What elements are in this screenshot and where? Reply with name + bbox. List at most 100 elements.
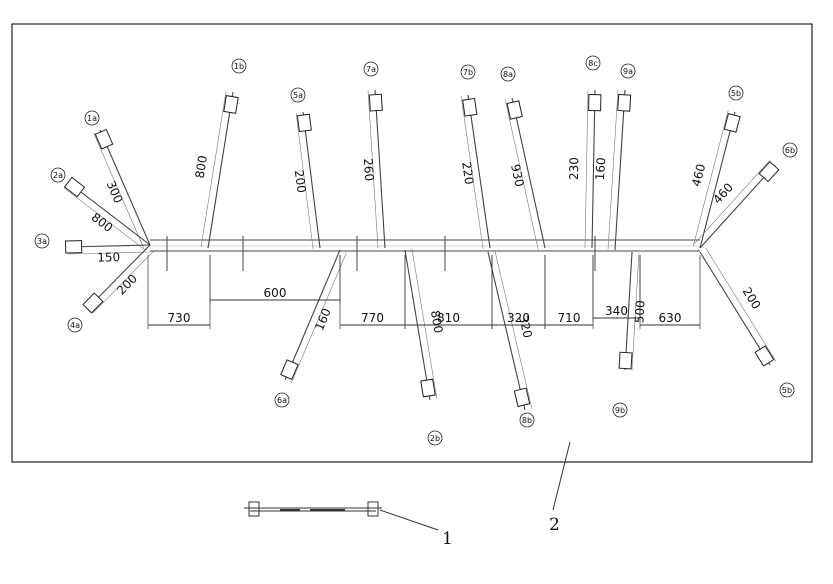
connector-1	[223, 95, 239, 114]
branch-dim-1: 800	[193, 155, 210, 180]
branch-dim-5: 200	[114, 271, 140, 297]
branch-9: 7b 220	[459, 64, 491, 250]
branch-dim-15: 460	[689, 162, 708, 188]
connector-17	[754, 345, 775, 367]
connector-5	[82, 292, 104, 314]
part2-leader	[552, 441, 571, 511]
tag-label-2: 2a	[53, 171, 63, 180]
callout-1: 1	[442, 529, 453, 549]
tag-label-12: 8c	[588, 59, 598, 68]
tag-label-0: 1a	[87, 114, 97, 123]
connector-13	[617, 93, 632, 112]
tag-circle-2	[50, 167, 66, 183]
branch-5: 4a 200	[67, 244, 156, 333]
tag-circle-1	[231, 58, 247, 74]
segment-dim-label-2: 770	[361, 311, 384, 325]
tag-label-15: 5b	[731, 89, 741, 98]
tag-label-10: 8a	[503, 70, 513, 79]
segment-dim-label-5: 710	[558, 311, 581, 325]
tag-circle-13	[620, 63, 636, 79]
callout-2: 2	[549, 515, 560, 535]
part1-cable-assembly	[244, 501, 439, 531]
segment-dim-7: 630	[639, 255, 701, 329]
branch-13: 9a 160	[593, 63, 636, 251]
branch-0: 1a 300	[84, 110, 151, 248]
branch-17: 5b 200	[699, 248, 795, 398]
tag-label-14: 9b	[615, 406, 625, 415]
branch-10: 8a 930	[500, 66, 546, 250]
tag-label-13: 9a	[623, 67, 633, 76]
tag-label-16: 6b	[785, 146, 795, 155]
branch-dim-16: 460	[710, 180, 736, 206]
connector-14	[618, 351, 633, 370]
tag-circle-4	[34, 233, 50, 249]
tag-label-17: 5b	[782, 386, 792, 395]
branch-dim-3: 800	[428, 309, 446, 334]
branch-dim-8: 260	[361, 158, 376, 182]
segment-dim-3: 810	[404, 255, 493, 329]
connector-16	[758, 160, 780, 183]
branch-4: 3a 150	[34, 233, 151, 265]
branch-dim-17: 200	[740, 285, 764, 312]
branch-8: 7a 260	[361, 61, 386, 249]
segment-dim-label-0: 730	[168, 311, 191, 325]
connector-11	[513, 387, 531, 408]
drawing-frame	[11, 23, 813, 463]
tag-label-8: 7a	[366, 65, 376, 74]
branch-dim-4: 150	[97, 250, 120, 265]
branch-11: 8b 320	[487, 250, 535, 428]
tag-label-4: 3a	[37, 237, 47, 246]
branch-dim-10: 930	[508, 163, 527, 188]
connector-0	[94, 128, 114, 150]
segment-dim-label-6: 340	[605, 304, 628, 318]
connector-3	[420, 378, 436, 398]
tag-label-5: 4a	[70, 321, 80, 330]
branch-dim-2: 800	[89, 210, 116, 235]
branch-dim-12: 230	[567, 157, 581, 180]
tag-circle-11	[519, 412, 535, 428]
main-trunk	[150, 236, 700, 271]
tag-label-7: 6a	[277, 396, 287, 405]
branch-6: 5a 200	[290, 87, 321, 249]
connector-15	[723, 113, 741, 133]
branch-dim-0: 300	[104, 179, 126, 206]
tag-label-11: 8b	[522, 416, 532, 425]
branch-16: 6b 460	[694, 142, 798, 249]
branch-dim-13: 160	[593, 157, 608, 181]
tag-circle-12	[585, 55, 601, 71]
connector-10	[506, 100, 523, 120]
tag-circle-7	[274, 392, 290, 408]
branch-15: 5b 460	[689, 85, 744, 249]
branch-7: 6a 160	[274, 249, 347, 408]
tag-label-1: 1b	[234, 62, 244, 71]
tag-circle-16	[782, 142, 798, 158]
connector-8	[368, 93, 383, 112]
tag-circle-0	[84, 110, 100, 126]
connector-4	[64, 240, 83, 254]
tag-circle-6	[290, 87, 306, 103]
tag-circle-8	[363, 61, 379, 77]
branch-dim-9: 220	[459, 161, 476, 186]
segment-dim-4: 320	[491, 255, 546, 329]
segment-dim-0: 730	[147, 255, 211, 329]
segment-dim-label-3: 810	[437, 311, 460, 325]
tag-label-6: 5a	[293, 91, 303, 100]
branch-dim-11: 320	[516, 314, 535, 339]
tag-circle-14	[612, 402, 628, 418]
tag-circle-15	[728, 85, 744, 101]
tag-circle-9	[460, 64, 476, 80]
connector-12	[588, 94, 602, 112]
tag-label-9: 7b	[463, 68, 473, 77]
branch-dim-6: 200	[292, 169, 309, 193]
branch-3: 2b 800	[404, 248, 446, 446]
segment-dim-label-4: 320	[507, 311, 530, 325]
connector-9	[462, 97, 478, 117]
branch-12: 8c 230	[567, 55, 602, 249]
tag-label-3: 2b	[430, 434, 440, 443]
connector-7	[280, 359, 299, 380]
branch-dim-7: 160	[312, 306, 334, 333]
segment-dim-5: 710	[544, 255, 594, 329]
